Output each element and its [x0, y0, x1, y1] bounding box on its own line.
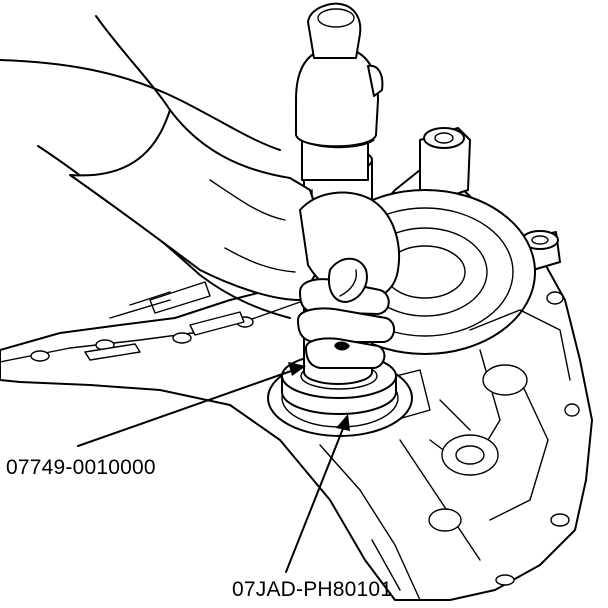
- leader-lines: [77, 362, 350, 573]
- arrowhead-driver: [288, 362, 306, 376]
- leader-line-attachment: [285, 425, 345, 573]
- attachment-part-number-label: 07JAD-PH80101: [232, 578, 393, 601]
- technician-hand: [0, 15, 401, 369]
- arrowhead-attachment: [336, 414, 350, 431]
- hammer: [295, 2, 384, 181]
- driver-part-number-label: 07749-0010000: [6, 456, 156, 479]
- leader-line-driver: [77, 369, 295, 447]
